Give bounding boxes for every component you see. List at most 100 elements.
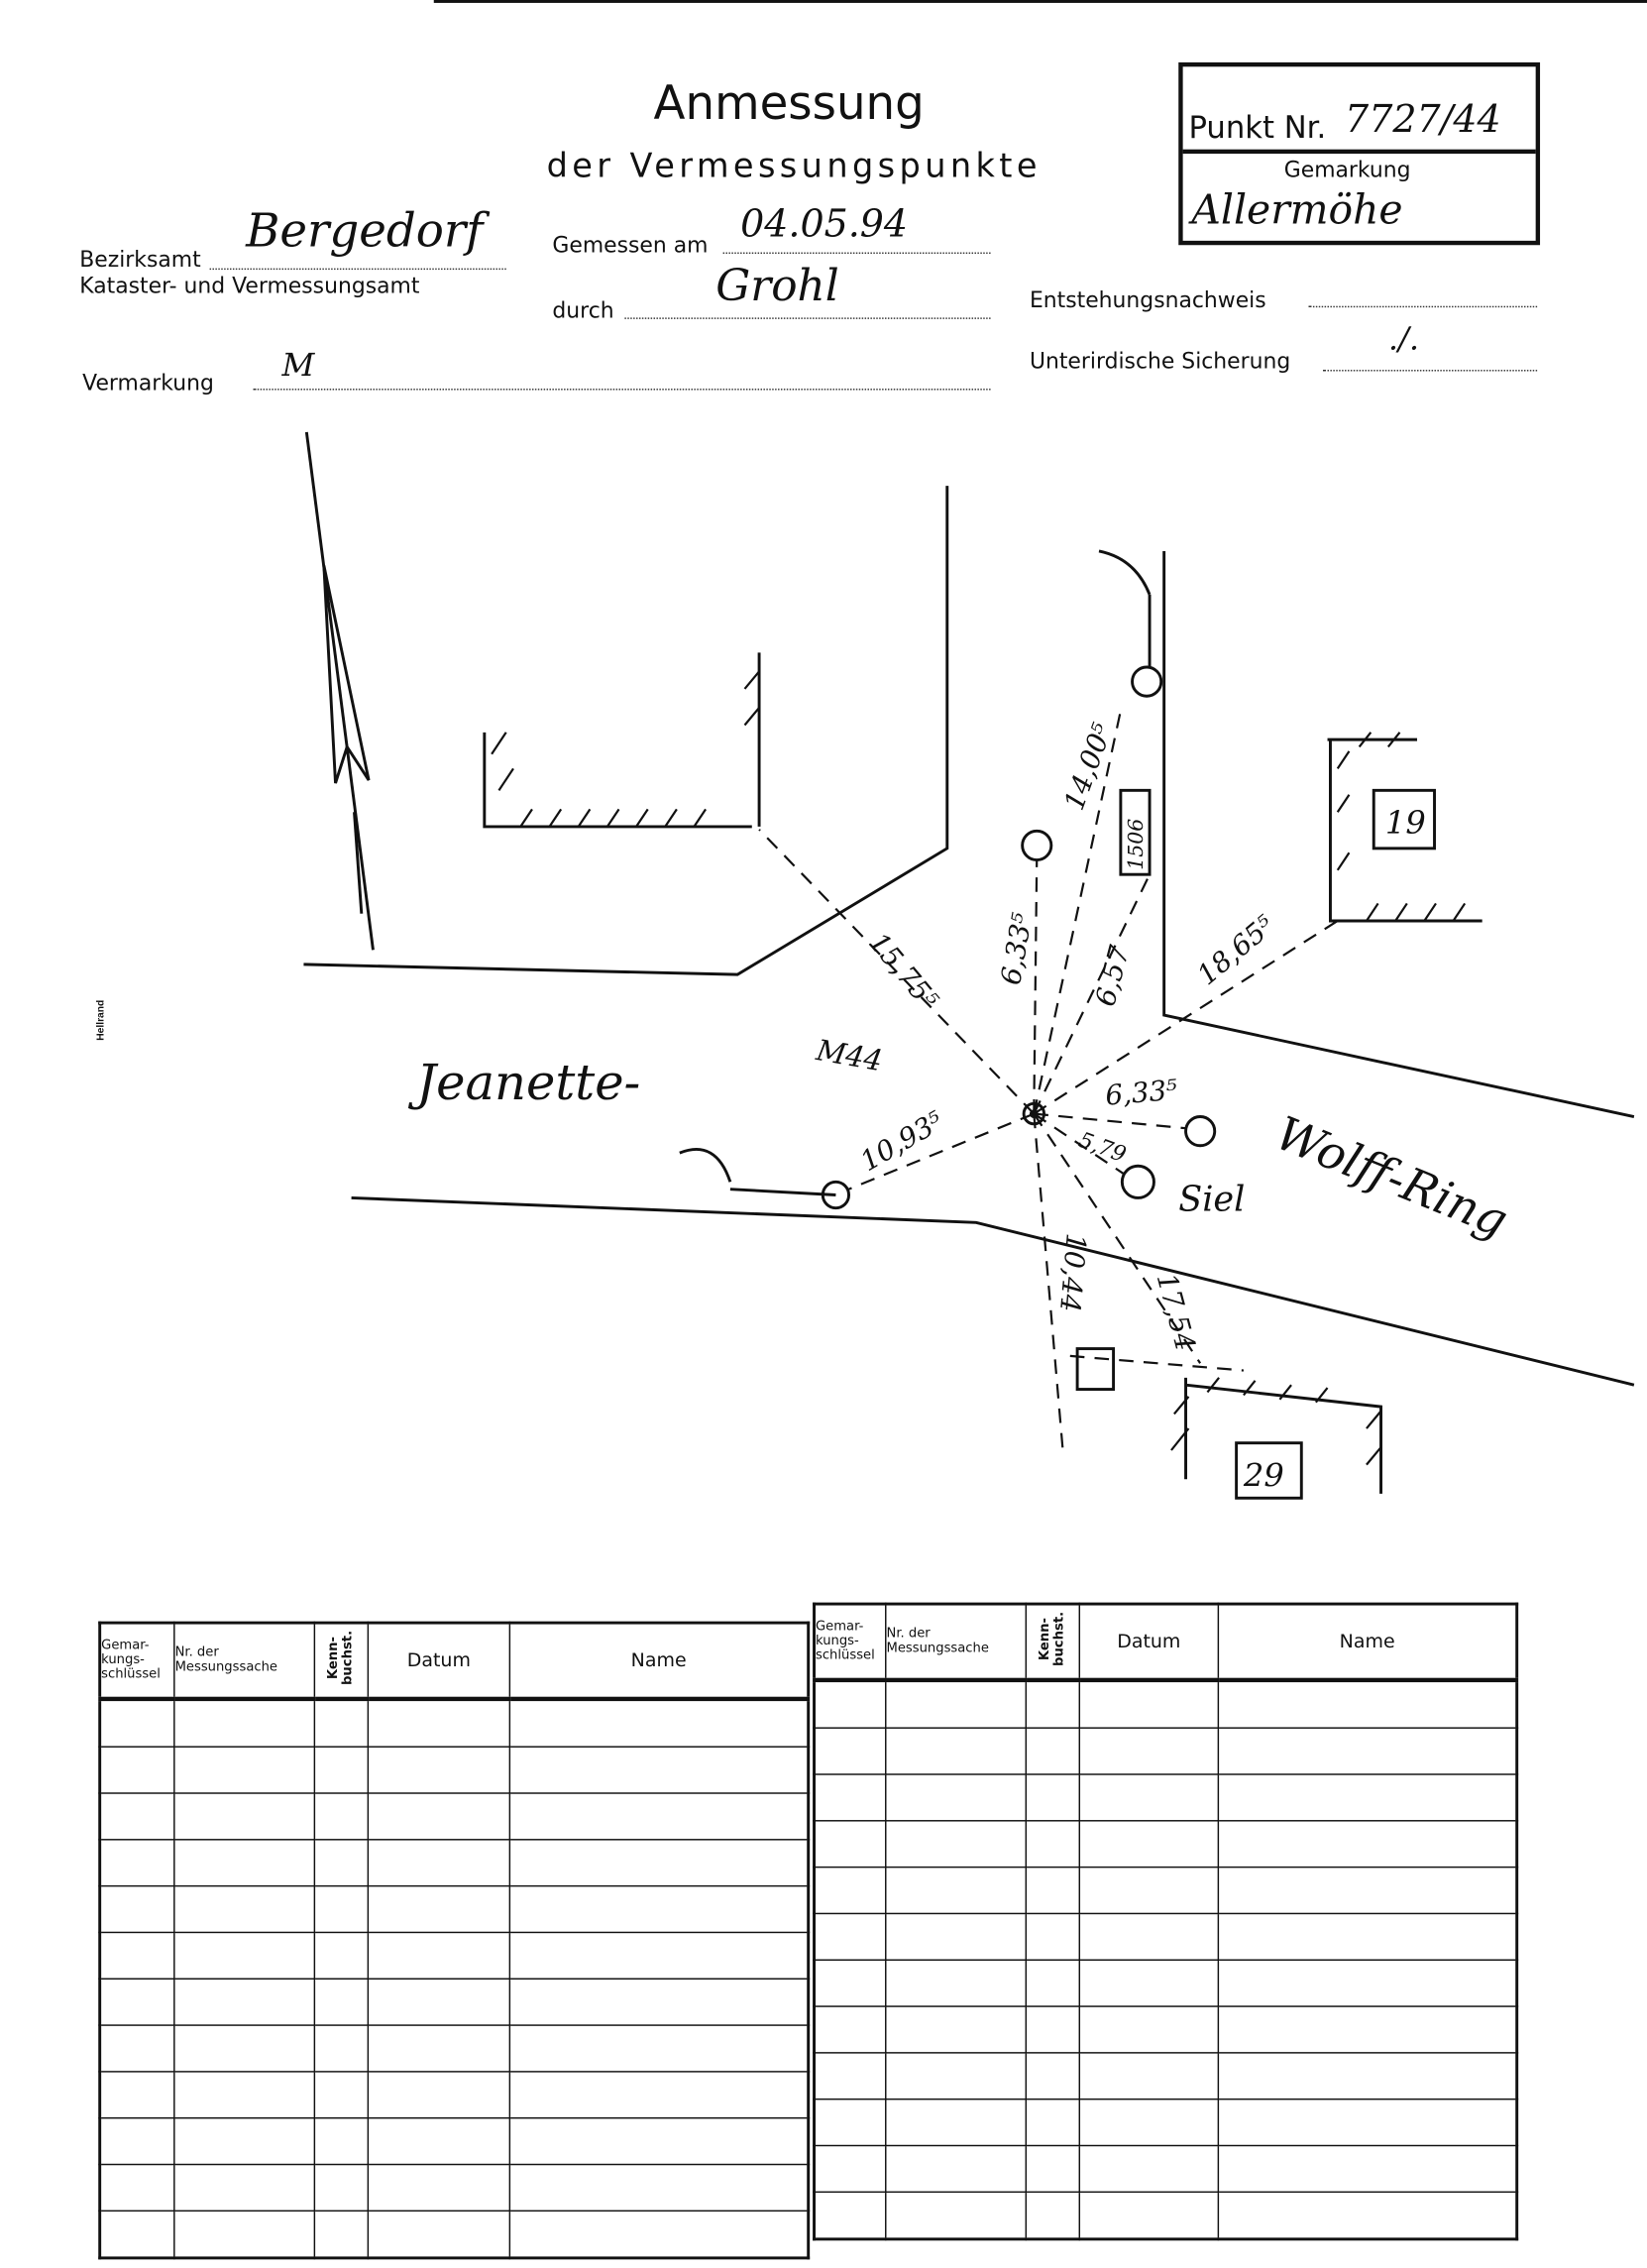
table-cell: [813, 2098, 887, 2147]
table-cell: [98, 1839, 175, 1887]
table-cell: [885, 2005, 1028, 2054]
table-cell: [98, 1931, 175, 1980]
sicherung-value: ./.: [1387, 321, 1420, 359]
table-cell: [1078, 1773, 1220, 1822]
measure-2: 6,33⁵: [994, 910, 1039, 987]
table-cell: [1025, 1727, 1081, 1775]
table-row: [813, 2052, 1518, 2100]
table-cell: [313, 1792, 370, 1841]
table-cell: [508, 1931, 810, 1980]
table-cell: [1078, 1959, 1220, 2007]
table-cell: [1078, 1679, 1220, 1729]
table-cell: [1217, 1959, 1518, 2007]
siel-label: Siel: [1178, 1180, 1245, 1220]
table-cell: [1025, 2098, 1081, 2147]
amt-label: Kataster- und Vermessungsamt: [79, 273, 420, 299]
table-cell: [1217, 1679, 1518, 1729]
table-row: [98, 2116, 810, 2166]
table-cell: [313, 1931, 370, 1980]
table-row: [98, 2210, 810, 2259]
table-cell: [508, 2071, 810, 2119]
table-cell: [1217, 1866, 1518, 1915]
table-cell: [313, 2116, 370, 2166]
table-cell: [1025, 2005, 1081, 2054]
table-cell: [173, 1698, 316, 1748]
table-cell: [1025, 2052, 1081, 2100]
table-cell: [1025, 1866, 1081, 1915]
table-cell: [508, 2163, 810, 2212]
table-row: [813, 1912, 1518, 1961]
table-cell: [173, 2024, 316, 2073]
table-cell: [1217, 1773, 1518, 1822]
table-row: [813, 2144, 1518, 2194]
table-cell: [1217, 2098, 1518, 2147]
table-cell: [885, 2098, 1028, 2147]
gemessen-value: 04.05.94: [740, 202, 909, 247]
table-cell: [813, 1820, 887, 1869]
table-cell: [813, 2144, 887, 2194]
col-name: Name: [508, 1622, 810, 1702]
table-cell: [313, 2210, 370, 2259]
table-row: [813, 1820, 1518, 1869]
table-cell: [173, 2116, 316, 2166]
table-row: [98, 2163, 810, 2212]
table-cell: [98, 2024, 175, 2073]
table-cell: [885, 1866, 1028, 1915]
table-cell: [367, 1698, 511, 1748]
table-cell: [508, 2116, 810, 2166]
table-cell: [313, 1746, 370, 1794]
building-outlines: [483, 652, 1482, 1500]
survey-points: [821, 665, 1217, 1210]
table-cell: [367, 2163, 511, 2212]
point-label: M44: [813, 1033, 885, 1077]
table-cell: [508, 1839, 810, 1887]
table-cell: [173, 1884, 316, 1934]
col-kenn: Kenn-buchst.: [1025, 1603, 1081, 1683]
table-row: [813, 2191, 1518, 2240]
table-cell: [98, 2163, 175, 2212]
table-row: [813, 2005, 1518, 2054]
street-label-wolff: Wolff-Ring: [1268, 1107, 1515, 1249]
table-row: [813, 1959, 1518, 2007]
table-cell: [1217, 2005, 1518, 2054]
street-label-jeanette: Jeanette-: [407, 1054, 640, 1111]
measure-5: 18,65⁵: [1191, 909, 1280, 992]
table-cell: [367, 2071, 511, 2119]
table-cell: [313, 1884, 370, 1934]
measure-8: 10,93⁵: [855, 1104, 949, 1178]
table-row: [98, 2024, 810, 2073]
punkt-value: 7727/44: [1345, 98, 1501, 143]
table-cell: [1078, 1820, 1220, 1869]
table-cell: [313, 2024, 370, 2073]
gemessen-label: Gemessen am: [552, 232, 709, 259]
measure-1: 15,75⁵: [862, 926, 944, 1016]
punkt-box: Punkt Nr. 7727/44 Gemarkung Allermöhe: [1178, 61, 1541, 246]
table-row: [98, 1839, 810, 1887]
table-cell: [367, 2210, 511, 2259]
measure-10: 17,54: [1151, 1270, 1202, 1354]
table-cell: [813, 1866, 887, 1915]
table-cell: [508, 2210, 810, 2259]
table-cell: [508, 1884, 810, 1934]
table-cell: [1025, 2191, 1081, 2240]
table-cell: [313, 2163, 370, 2212]
table-cell: [1025, 1773, 1081, 1822]
table-cell: [367, 2024, 511, 2073]
table-row: [813, 1727, 1518, 1775]
table-cell: [508, 1792, 810, 1841]
table-row: [98, 1978, 810, 2026]
table-row: [813, 2098, 1518, 2147]
col-gemarkung: Gemar-kungs-schlüssel: [813, 1603, 887, 1683]
table-cell: [1078, 2144, 1220, 2194]
table-row: [98, 1884, 810, 1934]
table-cell: [173, 1792, 316, 1841]
sicherung-label: Unterirdische Sicherung: [1029, 348, 1291, 375]
table-row: [98, 1931, 810, 1980]
punkt-label: Punkt Nr.: [1188, 110, 1327, 146]
vermarkung-label: Vermarkung: [82, 370, 214, 397]
table-cell: [1025, 1820, 1081, 1869]
table-cell: [367, 1746, 511, 1794]
table-cell: [813, 1727, 887, 1775]
building-19-label: 19: [1385, 804, 1426, 842]
